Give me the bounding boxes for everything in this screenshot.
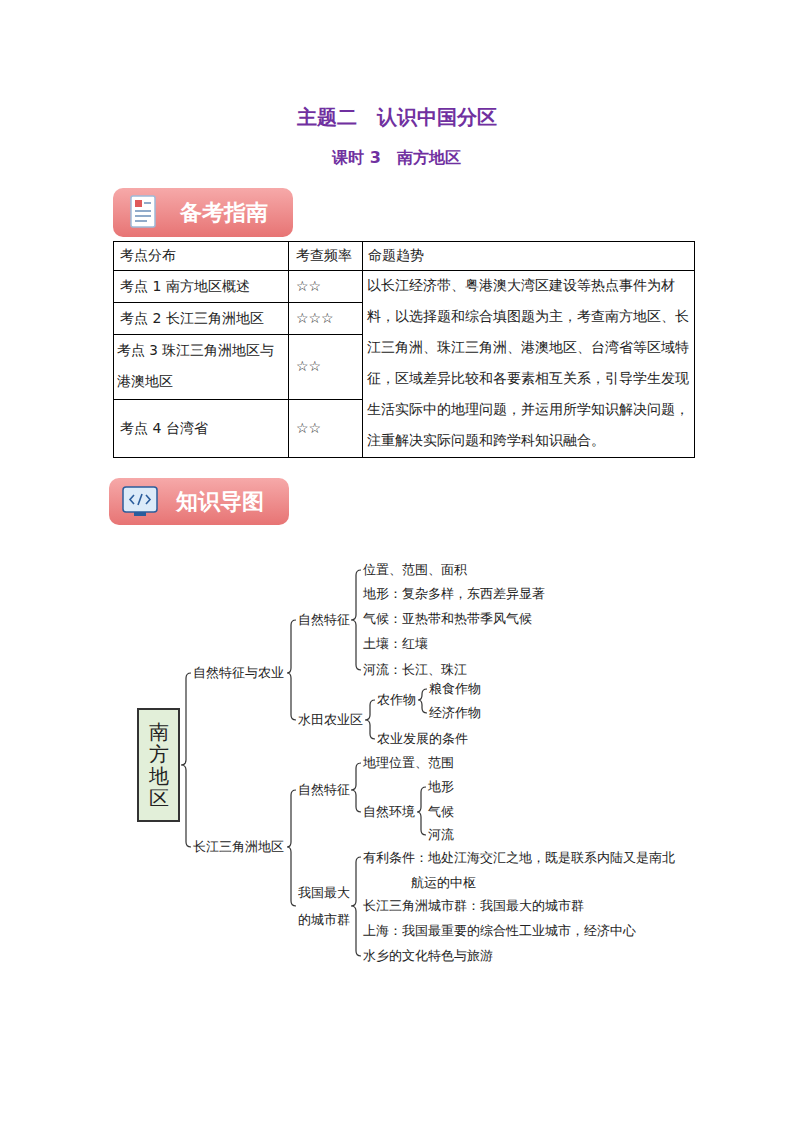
table-cell: 考点 4 台湾省	[120, 419, 208, 437]
table-cell: ☆☆	[296, 419, 321, 437]
table-grid	[113, 241, 695, 458]
map-item: 河流：长江、珠江	[363, 662, 467, 678]
brace	[351, 763, 361, 812]
table-rule	[113, 399, 362, 400]
section-banner: 知识导图	[109, 478, 289, 525]
table-cell: 考点 3 珠江三角洲地区与 港澳地区	[117, 335, 287, 397]
map-item: 长江三角洲城市群：我国最大的城市群	[363, 898, 584, 914]
root-box: 南方地区	[137, 708, 180, 822]
vertical-label: 南方地区	[149, 721, 169, 809]
brace	[365, 700, 375, 739]
table-cell: ☆☆	[296, 277, 321, 295]
brace	[287, 790, 296, 906]
map-item: 河流	[428, 827, 454, 843]
table-rule	[362, 241, 363, 458]
brace	[417, 787, 426, 835]
map-item: 自然特征	[298, 782, 350, 798]
map-item: 自然环境	[363, 804, 415, 820]
banner-title: 备考指南	[180, 198, 268, 228]
table-header: 命题趋势	[368, 246, 424, 264]
brace	[287, 620, 296, 720]
map-item: 地形	[428, 779, 454, 795]
table-rule	[113, 334, 362, 335]
table-rule	[288, 241, 289, 458]
map-item: 地理位置、范围	[363, 755, 454, 771]
map-item: 粮食作物	[429, 681, 481, 697]
map-item: 农业发展的条件	[377, 731, 468, 747]
map-item: 上海：我国最重要的综合性工业城市，经济中心	[363, 923, 636, 939]
table-border	[114, 242, 695, 458]
brace	[351, 857, 361, 956]
table-rule	[113, 302, 362, 303]
brace	[351, 570, 361, 670]
map-item: 农作物	[377, 692, 416, 708]
table-header: 考查频率	[296, 246, 352, 264]
table-cell: 以长江经济带、粤港澳大湾区建设等热点事件为材 料，以选择题和综合填图题为主，考查…	[367, 270, 693, 456]
table-cell: ☆☆☆	[296, 309, 334, 327]
map-item: 土壤：红壤	[363, 636, 428, 652]
table-cell: ☆☆	[296, 357, 321, 375]
section-banner: 备考指南	[113, 188, 293, 237]
map-item: 自然特征	[298, 612, 350, 628]
map-item: 气候	[428, 804, 454, 820]
map-item: 位置、范围、面积	[363, 562, 467, 578]
page-title: 主题二 认识中国分区	[0, 104, 793, 130]
subtitle: 课时 3 南方地区	[0, 148, 793, 169]
map-item: 气候：亚热带和热带季风气候	[363, 611, 532, 627]
brace	[181, 673, 191, 847]
map-item: 我国最大 的城市群	[298, 879, 352, 933]
banner-title: 知识导图	[176, 487, 264, 517]
map-item: 地形：复杂多样，东西差异显著	[363, 586, 545, 602]
map-item: 经济作物	[429, 705, 481, 721]
table-header: 考点分布	[120, 246, 176, 264]
table-cell: 考点 1 南方地区概述	[120, 277, 250, 295]
map-item: 有利条件：地处江海交汇之地，既是联系内陆又是南北 航运的中枢	[363, 845, 693, 895]
table-rule	[113, 270, 695, 271]
map-branch: 自然特征与农业	[193, 665, 284, 682]
map-item: 水乡的文化特色与旅游	[363, 948, 493, 964]
map-item: 水田农业区	[298, 712, 363, 728]
table-cell: 考点 2 长江三角洲地区	[120, 309, 264, 327]
brace	[418, 689, 427, 713]
map-branch: 长江三角洲地区	[193, 839, 284, 856]
